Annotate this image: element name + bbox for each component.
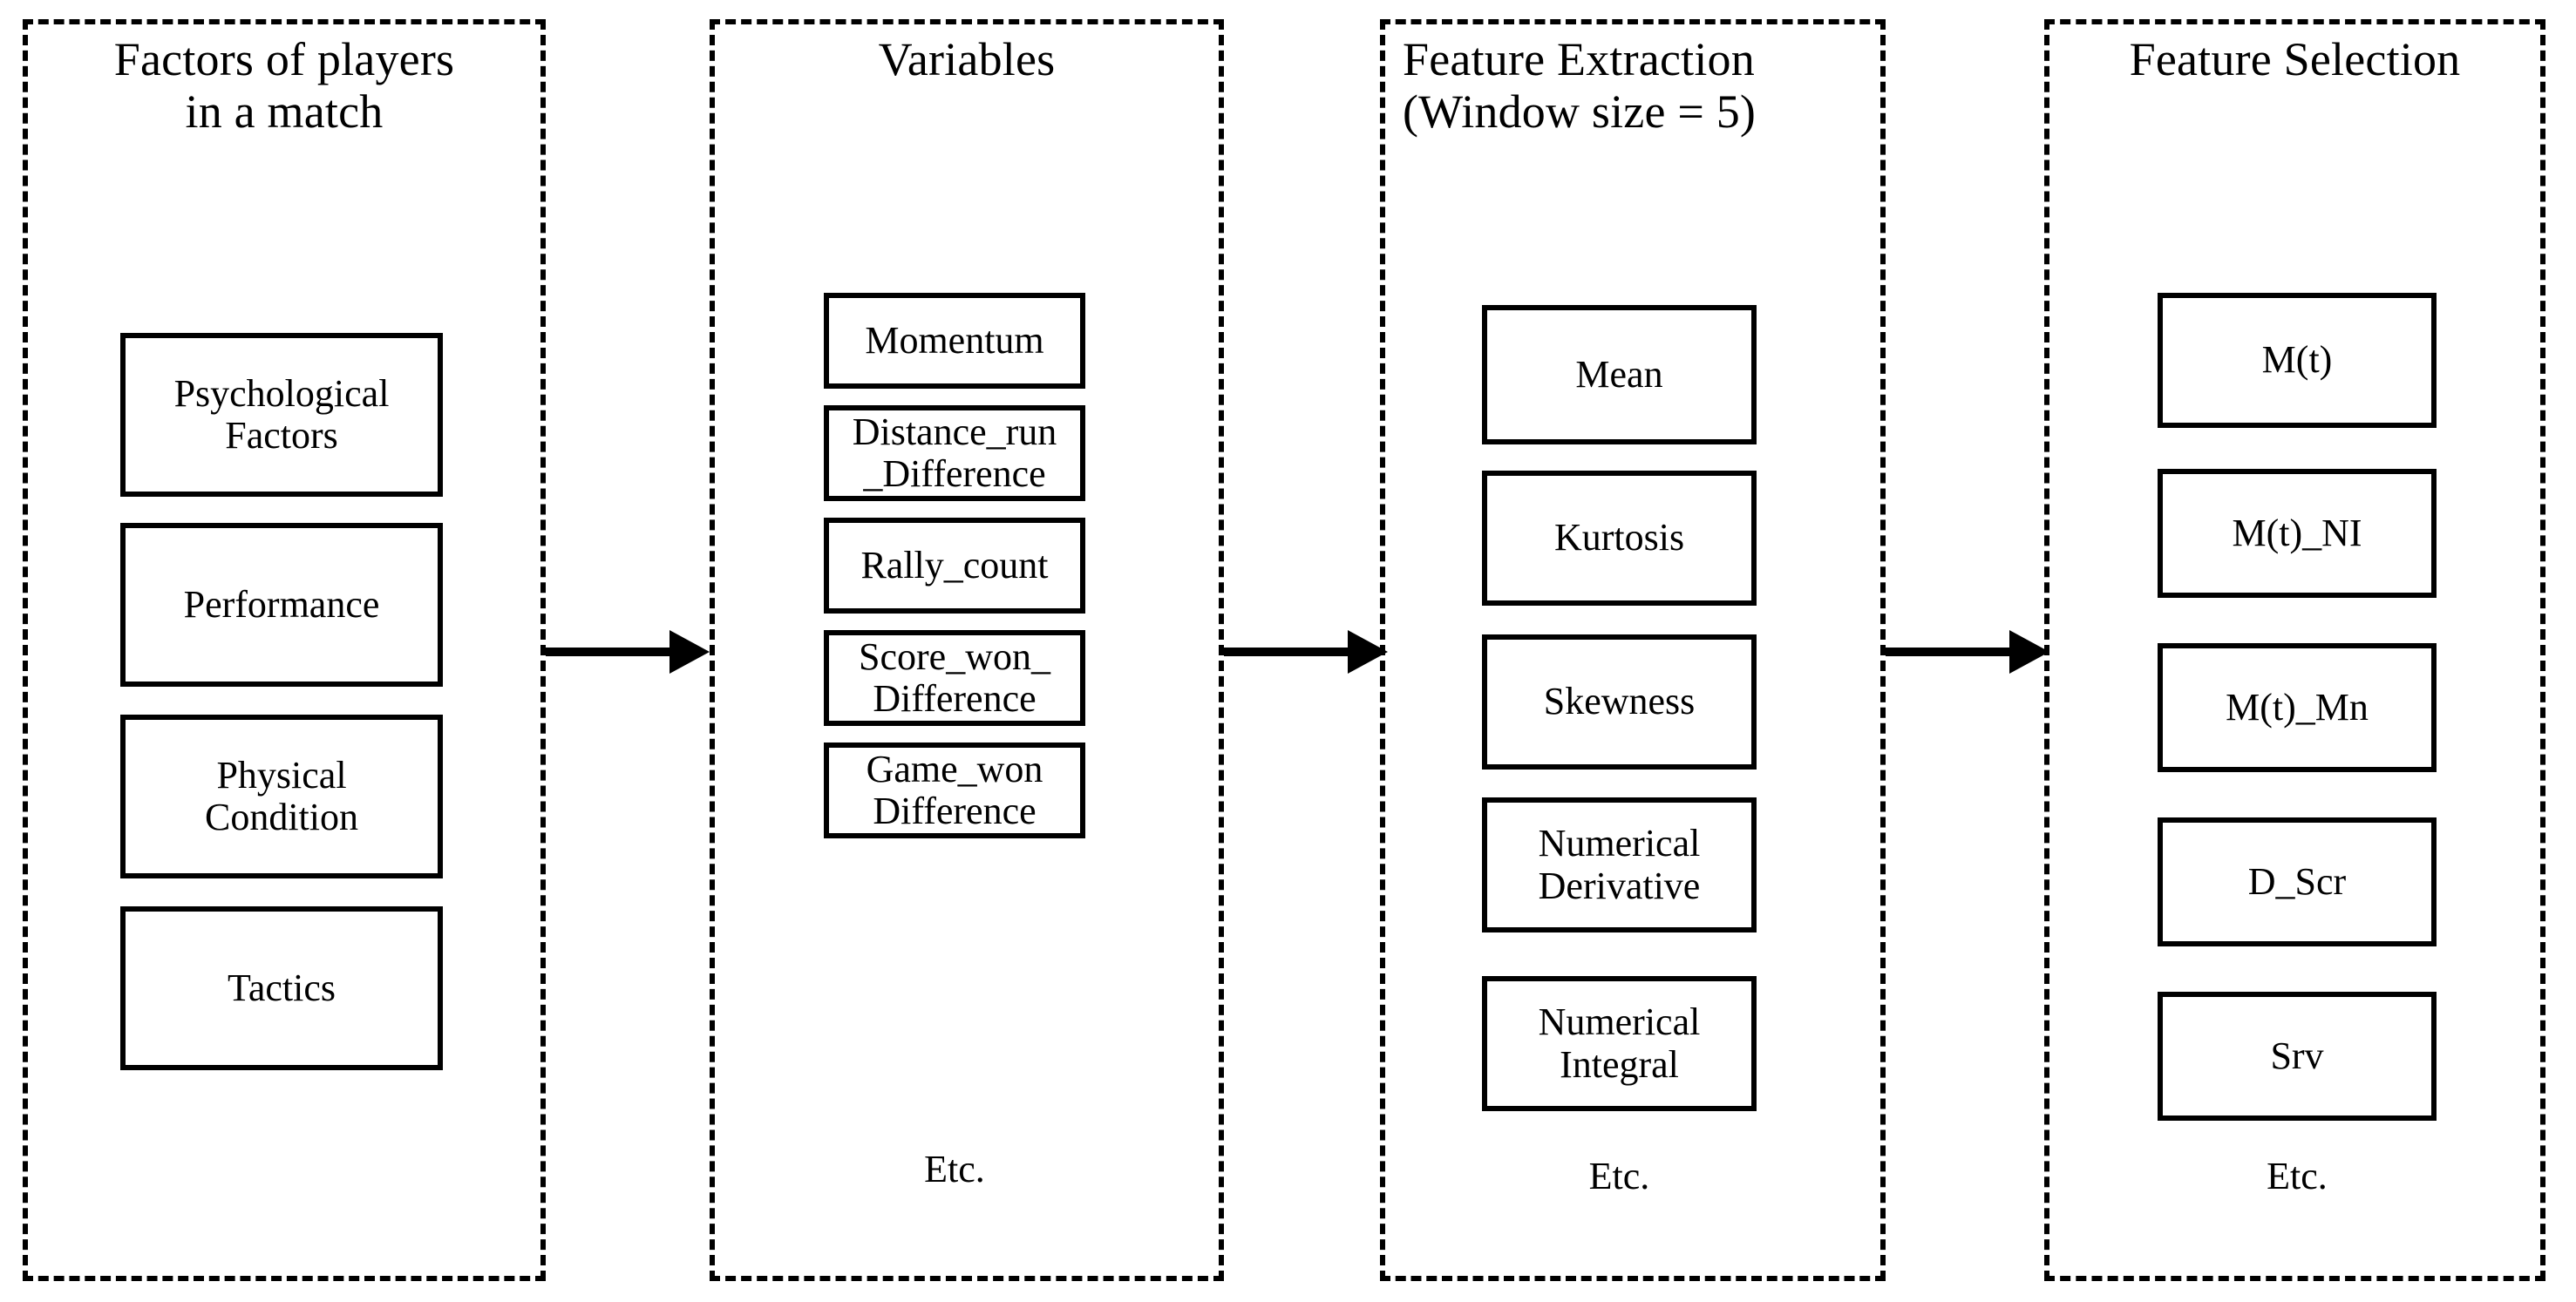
arrow-shaft (546, 648, 673, 656)
node-kurtosis: Kurtosis (1482, 471, 1757, 606)
node-skewness: Skewness (1482, 634, 1757, 770)
node-performance: Performance (120, 523, 443, 687)
node-distance-run-difference: Distance_run _Difference (824, 405, 1085, 501)
node-mt-ni: M(t)_NI (2158, 469, 2437, 598)
stage-title-factors: Factors of players in a match (113, 33, 455, 139)
node-mt-mn: M(t)_Mn (2158, 643, 2437, 772)
etc-label-variables: Etc. (924, 1148, 985, 1190)
arrow-shaft (1886, 648, 2013, 656)
node-srv: Srv (2158, 992, 2437, 1121)
stage-panel-feature-extraction (1380, 19, 1886, 1281)
node-d-scr: D_Scr (2158, 817, 2437, 946)
stage-panel-variables (710, 19, 1224, 1281)
arrow-shaft (1224, 648, 1351, 656)
node-tactics: Tactics (120, 906, 443, 1070)
etc-label-feature-selection: Etc. (2267, 1155, 2328, 1197)
stage-title-feature-selection: Feature Selection (2129, 33, 2461, 85)
node-numerical-derivative: Numerical Derivative (1482, 797, 1757, 932)
node-game-won-difference: Game_won Difference (824, 743, 1085, 838)
etc-label-feature-extraction: Etc. (1588, 1155, 1650, 1197)
stage-panel-factors (23, 19, 546, 1281)
arrow-variables-to-extraction (1224, 630, 1388, 674)
node-psychological-factors: Psychological Factors (120, 333, 443, 497)
stage-panel-feature-selection (2044, 19, 2545, 1281)
arrow-extraction-to-selection (1886, 630, 2049, 674)
arrow-factors-to-variables (546, 630, 710, 674)
stage-title-variables: Variables (878, 33, 1056, 85)
node-physical-condition: Physical Condition (120, 715, 443, 878)
arrow-head (669, 630, 710, 674)
node-rally-count: Rally_count (824, 518, 1085, 614)
node-mt: M(t) (2158, 293, 2437, 428)
node-mean: Mean (1482, 305, 1757, 444)
stage-title-feature-extraction: Feature Extraction (Window size = 5) (1403, 33, 1757, 139)
arrow-head (2009, 630, 2049, 674)
node-momentum: Momentum (824, 293, 1085, 389)
node-score-won-difference: Score_won_ Difference (824, 630, 1085, 726)
node-numerical-integral: Numerical Integral (1482, 976, 1757, 1111)
